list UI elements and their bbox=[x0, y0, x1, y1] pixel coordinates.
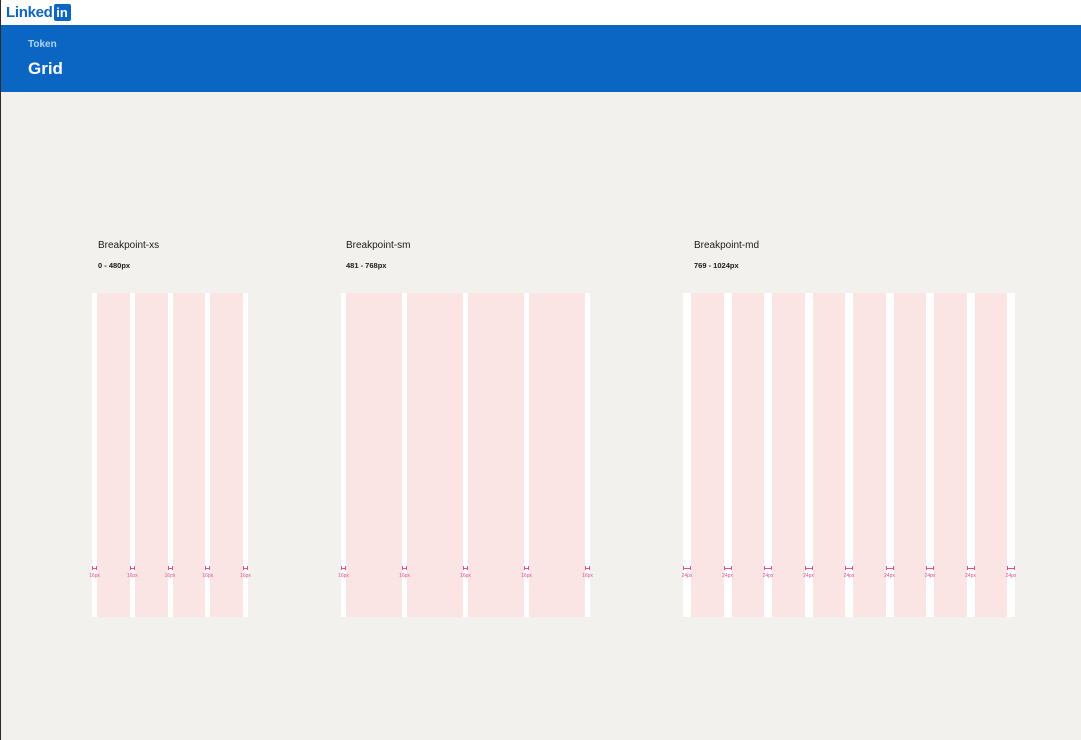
grid-frame bbox=[92, 293, 248, 617]
gutter-width-label: 24px bbox=[924, 573, 936, 579]
breakpoint-name: Breakpoint-md bbox=[694, 240, 760, 251]
gutter-width-label: 24px bbox=[681, 573, 693, 579]
grid-column bbox=[974, 293, 1007, 617]
breakpoint-range: 481 - 768px bbox=[346, 261, 387, 270]
grid-column bbox=[772, 293, 805, 617]
gutter-width-label: 16px bbox=[460, 573, 471, 579]
gutter-width-label: 16px bbox=[338, 573, 349, 579]
gutter-width-marker bbox=[885, 564, 894, 574]
gutter-width-marker bbox=[205, 564, 211, 574]
gutter-width-marker bbox=[463, 564, 468, 574]
gutter-width-marker bbox=[764, 564, 772, 574]
gutter-width-label: 16px bbox=[202, 573, 214, 579]
gutter-width-label: 24px bbox=[884, 573, 895, 579]
gutter-width-marker bbox=[341, 564, 346, 574]
gutter-width-label: 24px bbox=[722, 573, 733, 579]
grid-column bbox=[529, 293, 585, 617]
page-eyebrow: Token bbox=[28, 39, 57, 50]
grid-column bbox=[134, 293, 168, 617]
breakpoint-range: 769 - 1024px bbox=[694, 261, 739, 270]
gutter-width-marker bbox=[966, 564, 975, 574]
grid-column bbox=[731, 293, 764, 617]
grid-column bbox=[812, 293, 845, 617]
grid-column bbox=[691, 293, 724, 617]
breakpoint-range: 0 - 480px bbox=[98, 261, 131, 270]
gutter-width-marker bbox=[402, 564, 407, 574]
logo-in-icon: in bbox=[53, 4, 71, 21]
page-header: Token Grid bbox=[1, 25, 1081, 92]
grid-column bbox=[934, 293, 967, 617]
gutter-width-label: 16px bbox=[126, 573, 138, 579]
gutter-width-marker bbox=[926, 564, 934, 574]
gutter-width-marker bbox=[167, 564, 173, 574]
grid-column bbox=[97, 293, 130, 617]
grid-column bbox=[893, 293, 926, 617]
gutter-width-marker bbox=[129, 564, 135, 574]
gutter-width-label: 24px bbox=[843, 573, 855, 579]
grid-column bbox=[172, 293, 206, 617]
gutter-width-label: 24px bbox=[1005, 573, 1017, 579]
grid-column bbox=[853, 293, 886, 617]
page-title: Grid bbox=[28, 59, 63, 78]
gutter-width-marker bbox=[1007, 564, 1015, 574]
gutter-width-label: 16px bbox=[89, 573, 100, 579]
grid-column bbox=[407, 293, 463, 617]
grid-column bbox=[346, 293, 402, 617]
breakpoint-name: Breakpoint-sm bbox=[346, 240, 411, 251]
linkedin-logo[interactable]: Linked in bbox=[6, 4, 71, 21]
gutter-width-label: 24px bbox=[803, 573, 814, 579]
gutter-width-marker bbox=[524, 564, 529, 574]
top-bar: Linked in bbox=[1, 0, 1081, 25]
grid-frame bbox=[341, 293, 590, 617]
gutter-width-label: 16px bbox=[399, 573, 410, 579]
grid-column bbox=[468, 293, 524, 617]
gutter-width-label: 24px bbox=[762, 573, 774, 579]
gutter-width-label: 16px bbox=[164, 573, 176, 579]
logo-wordmark: Linked bbox=[6, 4, 53, 21]
gutter-width-marker bbox=[845, 564, 853, 574]
grid-column bbox=[210, 293, 243, 617]
gutter-width-marker bbox=[804, 564, 813, 574]
gutter-width-marker bbox=[92, 564, 97, 574]
gutter-width-marker bbox=[683, 564, 691, 574]
gutter-width-label: 16px bbox=[240, 573, 251, 579]
gutter-width-marker bbox=[243, 564, 248, 574]
gutter-width-label: 16px bbox=[521, 573, 532, 579]
gutter-width-marker bbox=[723, 564, 732, 574]
gutter-width-label: 24px bbox=[965, 573, 976, 579]
gutter-width-marker bbox=[585, 564, 590, 574]
grid-frame bbox=[683, 293, 1015, 617]
breakpoint-name: Breakpoint-xs bbox=[98, 240, 160, 251]
gutter-width-label: 16px bbox=[582, 573, 593, 579]
